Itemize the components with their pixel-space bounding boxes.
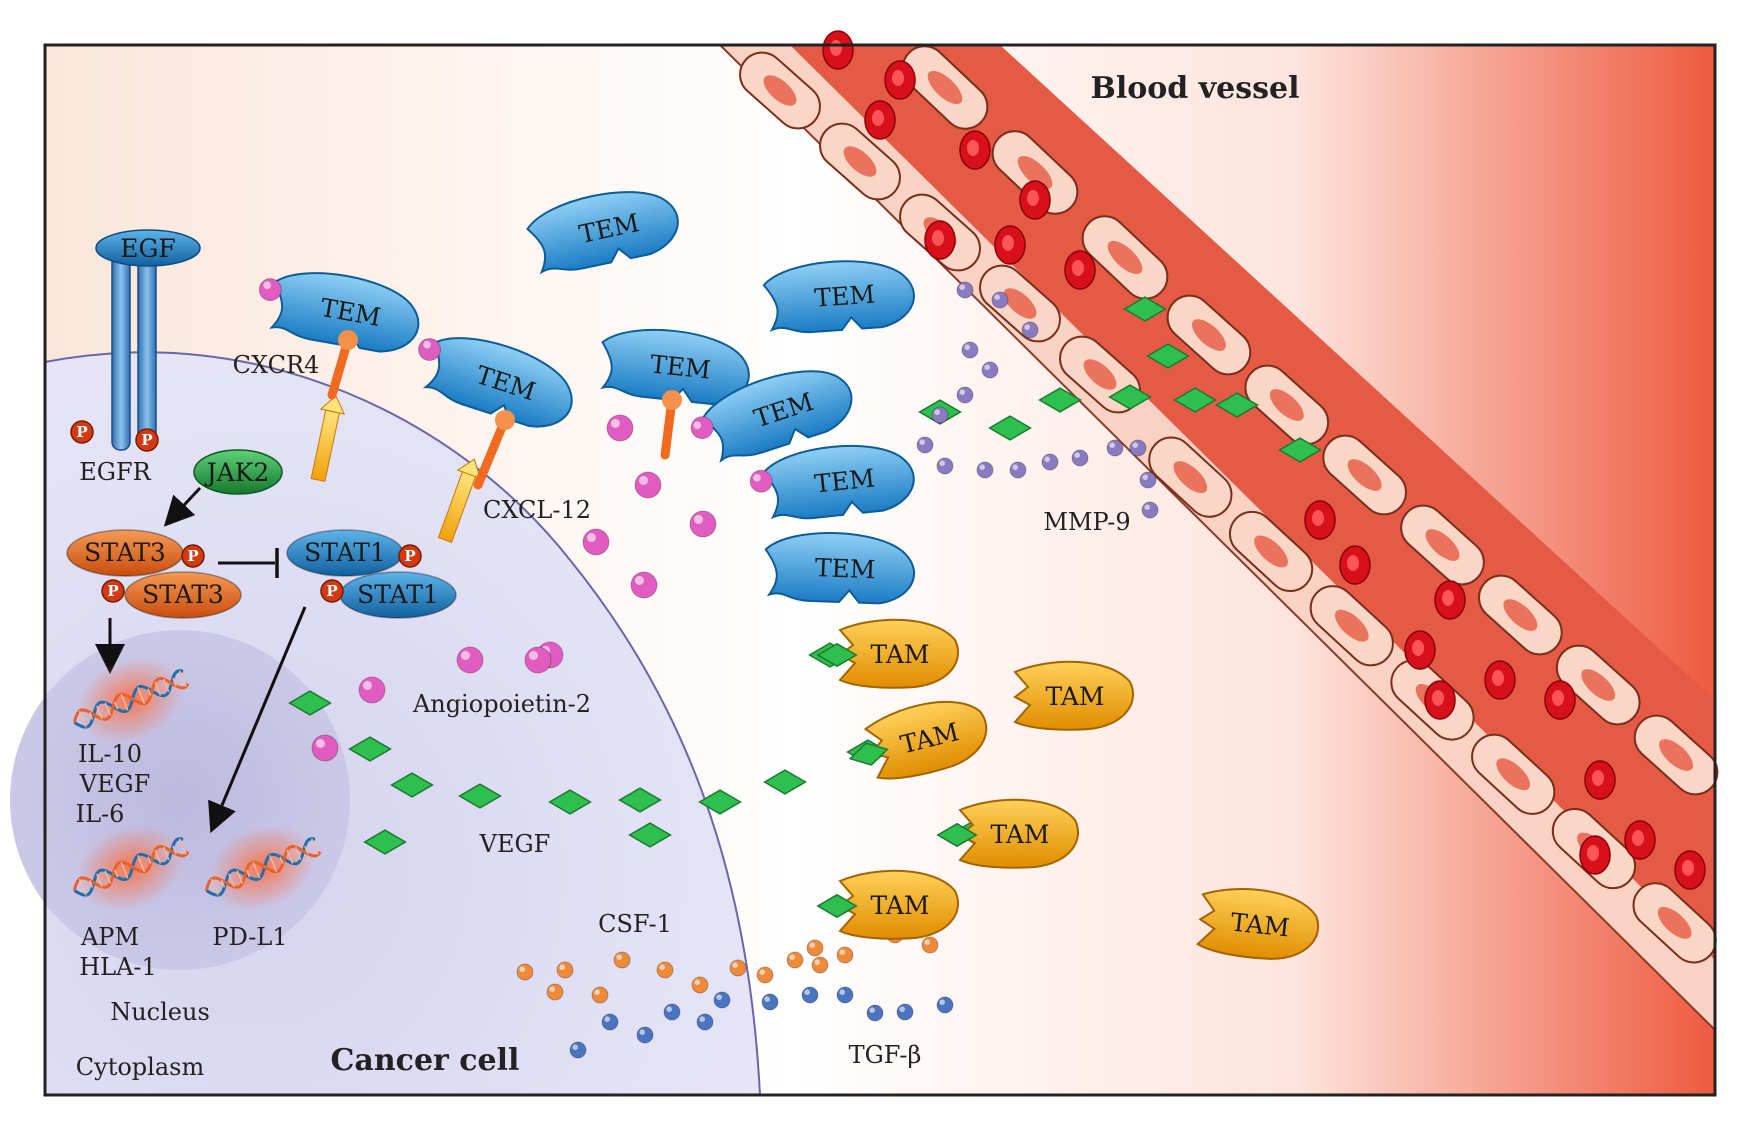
angiopoietin-molecule xyxy=(631,572,657,598)
stat3-bottom-label: STAT3 xyxy=(142,580,224,609)
csf1-molecule xyxy=(557,962,573,978)
tem-label: TEM xyxy=(814,553,876,584)
tam-label: TAM xyxy=(1229,908,1291,943)
tgfb-molecule xyxy=(664,1004,680,1020)
stat1-top-label: STAT1 xyxy=(304,538,386,567)
mmp9-molecule xyxy=(917,437,933,453)
cytoplasm-label: Cytoplasm xyxy=(76,1053,205,1081)
tgfb-molecule xyxy=(637,1027,653,1043)
gene-apm: APM xyxy=(80,923,139,951)
tam-label: TAM xyxy=(991,820,1050,849)
phospho-label: P xyxy=(76,423,87,441)
mmp9-molecule xyxy=(957,282,973,298)
mmp9-molecule xyxy=(1140,472,1156,488)
phospho-label: P xyxy=(107,582,118,600)
angiopoietin-label: Angiopoietin-2 xyxy=(412,690,591,718)
tgfb-molecule xyxy=(762,994,778,1010)
angiopoietin-molecule xyxy=(607,415,633,441)
csf1-molecule xyxy=(547,984,563,1000)
gene-vegf: VEGF xyxy=(79,770,151,798)
angiopoietin-molecule xyxy=(359,677,385,703)
cxcr4-label: CXCR4 xyxy=(233,351,320,379)
mmp9-molecule xyxy=(1107,440,1123,456)
stat3-top-label: STAT3 xyxy=(84,538,166,567)
mmp9-molecule xyxy=(982,362,998,378)
gene-il10: IL-10 xyxy=(78,740,142,768)
vegf-label: VEGF xyxy=(479,830,551,858)
mmp9-molecule xyxy=(992,292,1008,308)
csf1-molecule xyxy=(757,967,773,983)
egfr-chain-left xyxy=(112,250,130,450)
mmp9-molecule xyxy=(1022,322,1038,338)
tgfb-molecule xyxy=(937,997,953,1013)
mmp9-molecule xyxy=(1072,450,1088,466)
egfr-chain-right xyxy=(138,250,156,450)
jak2-label: JAK2 xyxy=(204,458,270,487)
csf1-molecule xyxy=(807,940,823,956)
mmp9-label: MMP-9 xyxy=(1043,508,1130,536)
csf1-molecule xyxy=(787,952,803,968)
tgfb-molecule xyxy=(602,1014,618,1030)
nucleus-label: Nucleus xyxy=(110,998,210,1026)
blood-vessel-label: Blood vessel xyxy=(1091,71,1300,106)
egfr-label: EGFR xyxy=(79,458,151,486)
angiopoietin-molecule xyxy=(457,647,483,673)
phospho-label: P xyxy=(141,431,152,449)
mmp9-molecule xyxy=(1010,462,1026,478)
tgfb-label: TGF-β xyxy=(849,1041,922,1069)
angiopoietin-molecule xyxy=(690,511,716,537)
angiopoietin-molecule xyxy=(312,735,338,761)
csf1-molecule xyxy=(922,937,938,953)
mmp9-molecule xyxy=(932,407,948,423)
gene-hla1: HLA-1 xyxy=(79,953,157,981)
mmp9-molecule xyxy=(1042,454,1058,470)
tam-label: TAM xyxy=(871,891,930,920)
tgfb-molecule xyxy=(897,1004,913,1020)
mmp9-molecule xyxy=(1142,502,1158,518)
stat1-bottom-label: STAT1 xyxy=(357,580,439,609)
csf1-molecule xyxy=(837,947,853,963)
phospho-label: P xyxy=(187,547,198,565)
angiopoietin-molecule xyxy=(583,529,609,555)
tam-cell: TAM xyxy=(1015,662,1133,730)
mmp9-molecule xyxy=(962,342,978,358)
csf1-molecule xyxy=(692,977,708,993)
csf1-molecule xyxy=(812,957,828,973)
tgfb-molecule xyxy=(570,1042,586,1058)
gene-pdl1: PD-L1 xyxy=(212,923,287,951)
cancer-cell-label: Cancer cell xyxy=(331,1043,520,1078)
gene-il6: IL-6 xyxy=(76,800,125,828)
csf1-molecule xyxy=(592,987,608,1003)
phospho-label: P xyxy=(326,582,337,600)
csf1-molecule xyxy=(657,962,673,978)
angiopoietin-molecule xyxy=(525,647,551,673)
egf-label: EGF xyxy=(120,234,176,263)
csf1-label: CSF-1 xyxy=(598,910,672,938)
tam-label: TAM xyxy=(1046,682,1105,711)
tgfb-molecule xyxy=(867,1005,883,1021)
csf1-molecule xyxy=(517,964,533,980)
mmp9-molecule xyxy=(977,462,993,478)
tgfb-molecule xyxy=(802,987,818,1003)
mmp9-molecule xyxy=(957,387,973,403)
tgfb-molecule xyxy=(837,987,853,1003)
tem-label: TEM xyxy=(814,280,876,313)
csf1-molecule xyxy=(614,952,630,968)
angiopoietin-molecule xyxy=(635,472,661,498)
cxcl12-label: CXCL-12 xyxy=(483,496,591,524)
phospho-label: P xyxy=(404,547,415,565)
tgfb-molecule xyxy=(697,1014,713,1030)
tam-label: TAM xyxy=(871,640,930,669)
mmp9-molecule xyxy=(937,458,953,474)
tgfb-molecule xyxy=(714,992,730,1008)
mmp9-molecule xyxy=(1130,440,1146,456)
csf1-molecule xyxy=(730,960,746,976)
